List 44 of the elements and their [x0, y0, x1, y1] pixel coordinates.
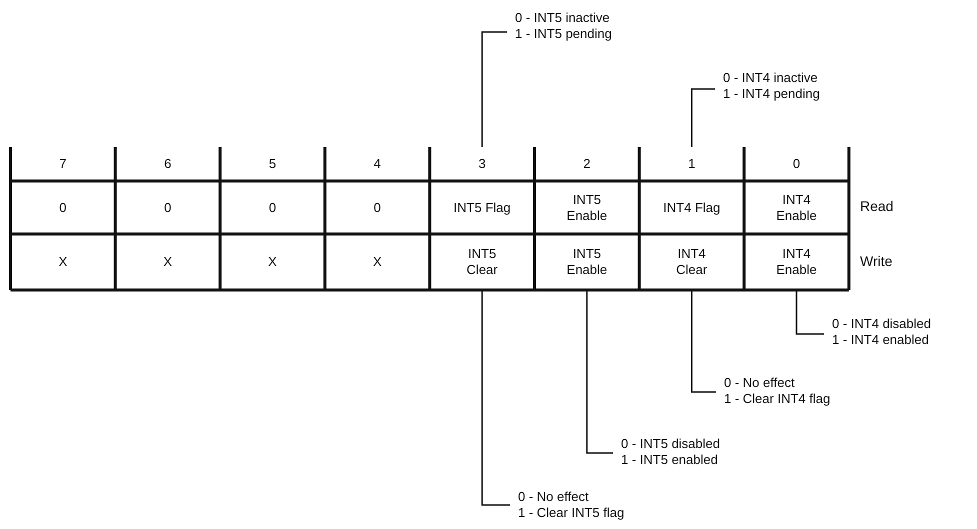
register-bit-cell: 0	[10, 181, 116, 234]
bit-number-cell: 5	[220, 147, 325, 181]
description-line: 1 - INT4 pending	[723, 86, 820, 102]
row-label: Write	[860, 253, 892, 269]
leader-line	[796, 290, 824, 335]
description-line: 0 - INT4 disabled	[832, 316, 931, 332]
register-bit-cell: X	[10, 234, 116, 290]
register-bit-cell: INT4 Clear	[639, 234, 744, 290]
leader-line	[481, 31, 507, 147]
leader-line	[481, 290, 510, 506]
leader-line	[690, 88, 715, 147]
description-line: 0 - No effect	[518, 489, 590, 505]
description-line: 1 - Clear INT5 flag	[518, 504, 624, 520]
description-line: 0 - INT4 inactive	[723, 70, 819, 86]
description-line: 1 - INT5 enabled	[621, 452, 719, 468]
bit-number-cell: 3	[430, 147, 534, 181]
bit-number-cell: 0	[744, 147, 849, 181]
row-label: Read	[860, 198, 894, 214]
register-bit-cell: INT4 Enable	[744, 234, 849, 290]
register-bit-cell: INT5 Clear	[430, 234, 534, 290]
register-bit-cell: 0	[115, 181, 220, 234]
bit-number-cell: 4	[324, 147, 430, 181]
bit-number-cell: 7	[10, 147, 116, 181]
bit-number-cell: 6	[115, 147, 220, 181]
register-bit-cell: INT5 Enable	[534, 234, 640, 290]
leader-line	[586, 290, 613, 454]
register-bit-cell: INT4 Enable	[744, 181, 849, 234]
register-bit-cell: 0	[324, 181, 430, 234]
leader-line	[690, 290, 716, 393]
bit-number-cell: 1	[639, 147, 744, 181]
description-line: 1 - Clear INT4 flag	[724, 390, 830, 406]
register-bit-cell: X	[220, 234, 325, 290]
bit-number-cell: 2	[534, 147, 640, 181]
register-bit-cell: X	[115, 234, 220, 290]
register-bit-cell: 0	[220, 181, 325, 234]
description-line: 0 - INT5 inactive	[515, 10, 611, 26]
register-bit-cell: INT4 Flag	[639, 181, 744, 234]
description-line: 1 - INT4 enabled	[832, 332, 930, 348]
register-bit-cell: X	[324, 234, 430, 290]
description-line: 1 - INT5 pending	[515, 26, 612, 42]
register-bit-cell: INT5 Flag	[430, 181, 534, 234]
description-line: 0 - No effect	[724, 375, 796, 391]
description-line: 0 - INT5 disabled	[621, 436, 720, 452]
register-bit-cell: INT5 Enable	[534, 181, 640, 234]
